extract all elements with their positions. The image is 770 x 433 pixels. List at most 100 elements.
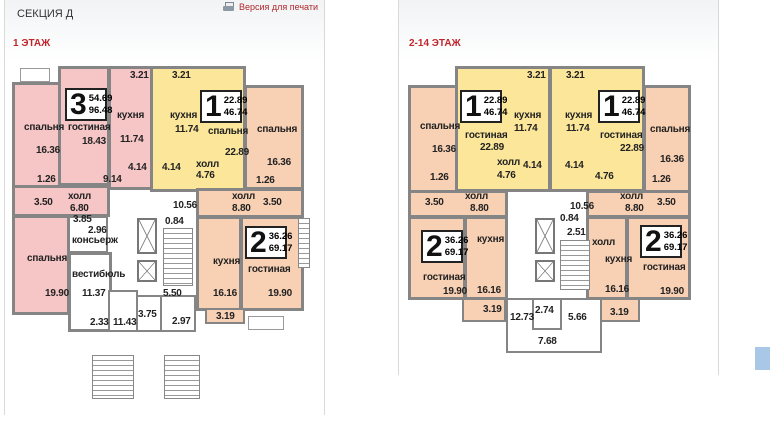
area-label: 3.50 xyxy=(425,197,444,208)
area-label: 4.14 xyxy=(523,160,542,171)
room-kitchen xyxy=(196,216,242,311)
room-label: гостиная xyxy=(68,122,111,133)
area-label: 8.80 xyxy=(625,203,644,214)
room-label: спальня xyxy=(208,126,249,137)
room-tambour xyxy=(108,290,138,332)
area-label: 8.80 xyxy=(232,203,251,214)
room-tambour xyxy=(532,298,562,330)
balcony xyxy=(596,298,640,322)
area-label: 3.21 xyxy=(172,70,191,81)
room-vestibule xyxy=(68,252,112,332)
balcony xyxy=(462,298,506,322)
print-version-link[interactable]: Версия для печати xyxy=(223,2,318,12)
area-label: 4.14 xyxy=(565,160,584,171)
total-area: 69.17 xyxy=(663,241,688,253)
area-label: 1.26 xyxy=(652,174,671,185)
room-label: гостиная xyxy=(465,130,508,141)
room-label: холл xyxy=(196,159,220,170)
floor-title: 1 ЭТАЖ xyxy=(13,38,51,49)
area-label: 2.74 xyxy=(535,305,554,316)
area-label: 0.84 xyxy=(560,213,579,224)
area-label: 3.21 xyxy=(527,70,546,81)
entrance-stairs xyxy=(164,355,200,399)
room-label: спальня xyxy=(257,124,298,135)
area-label: 22.89 xyxy=(225,147,250,158)
area-label: 19.90 xyxy=(45,288,70,299)
area-label: 16.16 xyxy=(605,284,630,295)
area-label: 4.14 xyxy=(162,162,181,173)
area-label: 10.56 xyxy=(570,201,595,212)
room-label: холл xyxy=(497,157,521,168)
living-area: 22.89 xyxy=(223,94,248,106)
floor-1-panel: СЕКЦИЯ Д Версия для печати 1 ЭТАЖ xyxy=(4,0,325,415)
section-title: СЕКЦИЯ Д xyxy=(17,8,74,20)
floor-title: 2-14 ЭТАЖ xyxy=(409,38,461,49)
room-label: холл xyxy=(620,191,644,202)
room-count: 2 xyxy=(250,225,267,259)
area-label: 4.14 xyxy=(128,162,147,173)
area-label: 16.16 xyxy=(477,285,502,296)
scroll-button[interactable] xyxy=(755,347,770,370)
room-label: спальня xyxy=(420,121,461,132)
room-label: кухня xyxy=(170,110,198,121)
room-one-bed xyxy=(549,66,645,192)
room-count: 3 xyxy=(70,87,87,121)
area-label: 8.80 xyxy=(470,203,489,214)
area-label: 3.85 xyxy=(73,214,92,225)
area-label: 1.26 xyxy=(37,174,56,185)
room-label: гостиная xyxy=(248,264,291,275)
staircase xyxy=(163,228,193,286)
room-label: кухня xyxy=(477,234,505,245)
panel-header: СЕКЦИЯ Д Версия для печати xyxy=(5,0,324,60)
living-area: 36.26 xyxy=(663,229,688,241)
area-label: 3.21 xyxy=(566,70,585,81)
area-label: 7.68 xyxy=(538,336,557,347)
area-label: 3.75 xyxy=(138,309,157,320)
area-label: 4.76 xyxy=(497,170,516,181)
entrance-stairs xyxy=(92,355,134,399)
area-label: 3.19 xyxy=(216,311,235,322)
area-label: 11.37 xyxy=(82,288,106,299)
area-label: 2.97 xyxy=(172,316,191,327)
area-label: 11.43 xyxy=(113,317,137,328)
area-label: 1.26 xyxy=(256,175,275,186)
area-label: 3.50 xyxy=(263,197,282,208)
room-label: холл xyxy=(232,191,256,202)
area-label: 5.50 xyxy=(163,288,182,299)
area-label: 3.21 xyxy=(130,70,149,81)
area-label: 10.56 xyxy=(173,200,198,211)
area-label: 12.73 xyxy=(510,312,535,323)
side-stairs xyxy=(298,218,310,268)
room-label: кухня xyxy=(514,110,542,121)
living-area: 22.89 xyxy=(483,94,508,106)
area-label: 3.19 xyxy=(610,307,629,318)
area-label: 16.36 xyxy=(36,145,61,156)
room-hall xyxy=(12,185,110,217)
area-label: 16.36 xyxy=(267,157,292,168)
panel-header xyxy=(399,0,718,60)
area-label: 19.90 xyxy=(660,286,685,297)
elevator xyxy=(535,260,555,282)
room-label: спальня xyxy=(27,253,68,264)
area-label: 11.74 xyxy=(514,123,538,134)
area-label: 22.89 xyxy=(620,143,645,154)
area-label: 4.76 xyxy=(595,171,614,182)
balcony xyxy=(248,316,284,330)
elevator xyxy=(137,260,157,282)
elevator xyxy=(137,218,157,254)
room-label: спальня xyxy=(24,122,65,133)
living-area: 22.89 xyxy=(621,94,646,106)
room-label: кухня xyxy=(213,256,241,267)
printer-icon xyxy=(223,2,234,12)
room-count: 2 xyxy=(426,229,443,263)
area-label: 19.90 xyxy=(443,286,468,297)
room-count: 2 xyxy=(645,224,662,258)
area-label: 9.14 xyxy=(103,174,122,185)
total-area: 46.74 xyxy=(621,106,646,118)
room-hall xyxy=(408,190,508,218)
room-count: 1 xyxy=(205,89,222,123)
room-label: гостиная xyxy=(423,272,466,283)
